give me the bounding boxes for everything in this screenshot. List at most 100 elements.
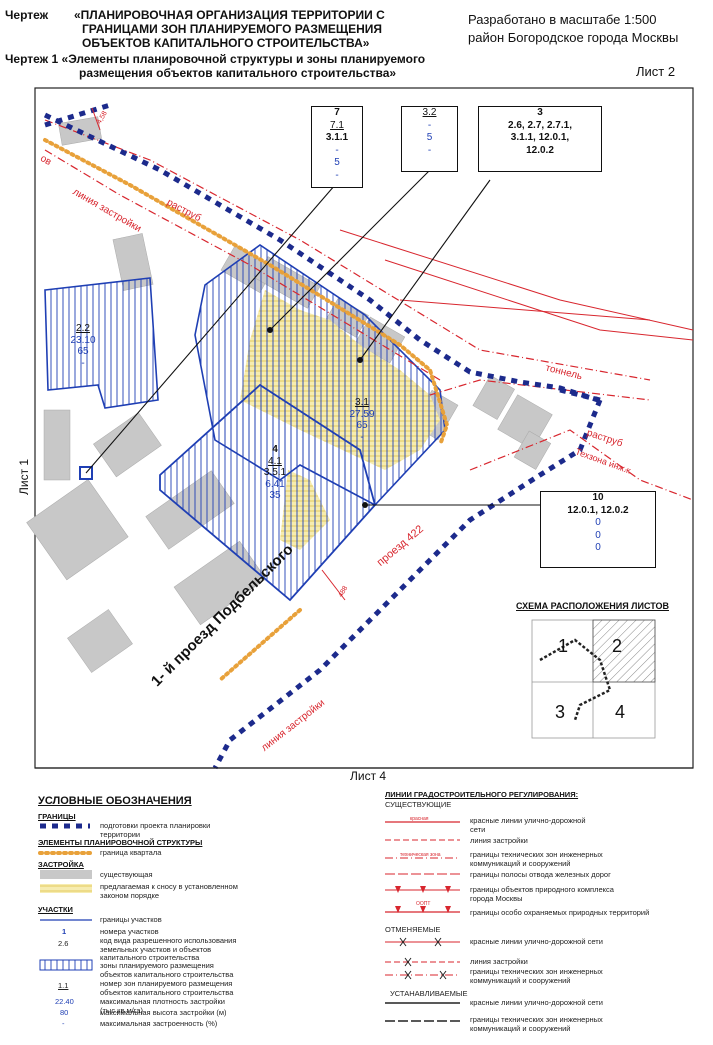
drawing-title: «ПЛАНИРОВОЧНАЯ ОРГАНИЗАЦИЯ ТЕРРИТОРИИ С … [74,8,404,50]
callout-32-density: - [427,119,432,131]
zone-4-density: 6.41 [265,478,285,490]
zone-3-1-height: 65 [356,420,368,431]
legend-demolition: предлагаемая к сносу в установленном зак… [100,882,238,900]
callout-7-number: 7 [334,107,340,118]
legend-plot-number-sample: 1 [62,927,67,936]
callout-32-height: 5 [426,132,433,143]
legend-density-sample: 22.40 [55,997,74,1006]
legend-zone-number: номер зон планируемого размещения объект… [100,979,234,997]
project-boundary [43,102,603,770]
callout-zone-3-2: 3.2 - 5 - [401,106,458,172]
callout-10-pct: 0 [595,542,601,553]
legend-build-line-cancelled: линия застройки [470,957,528,966]
legend-block-boundary: граница квартала [100,848,162,857]
legend-regulation-heading: ЛИНИИ ГРАДОСТРОИТЕЛЬНОГО РЕГУЛИРОВАНИЯ: [385,790,579,799]
legend-tech-zones: границы технических зон инженерных комму… [470,850,603,868]
subtitle-line-1: Чертеж 1 «Элементы планировочной структу… [5,52,426,66]
legend-plot-boundary: границы участков [100,915,162,924]
zone-3-1-pct: - [360,431,364,443]
legend-red-lines-cancelled: красные линии улично-дорожной сети [470,937,603,946]
scheme-cell-3: 3 [555,702,566,722]
callout-3-codes-3: 12.0.2 [526,144,554,156]
callout-32-sub: 3.2 [422,107,437,118]
legend-swatch-ooa: ООПТ [416,901,431,907]
legend-rail: границы полосы отвода железных дорог [470,870,611,879]
legend-title: УСЛОВНЫЕ ОБОЗНАЧЕНИЯ [38,795,192,807]
legend-building-heading: ЗАСТРОЙКА [38,860,84,869]
legend-swatch-tech: техническая зона [400,852,441,858]
callout-7-height: 5 [334,157,340,168]
zone-3-1-density: 27.59 [349,408,375,420]
callout-7-sub: 7.1 [330,119,344,131]
zone-4-sub: 4.1 [268,455,282,467]
legend-height-sample: 80 [60,1008,69,1017]
zone-4-code: 3.5.1 [263,467,287,478]
zone-2-2-density: 23.10 [70,334,96,346]
leader-lines [85,169,540,506]
callout-zone-3: 3 2.6, 2.7, 2.7.1, 3.1.1, 12.0.1, 12.0.2 [478,106,602,172]
zone-2-2 [44,277,159,409]
legend-project-boundary: подготовки проекта планировки территории [100,821,211,839]
zone-2-2-pct: - [81,357,85,369]
legend-swatches [38,821,460,1022]
legend-plot-number: номера участков [100,927,159,936]
legend-existing: существующая [100,870,153,879]
callout-10-codes: 12.0.1, 12.0.2 [567,504,629,516]
legend-cancelled-heading: ОТМЕНЯЕМЫЕ [385,925,441,934]
legend-height: максимальная высота застройки (м) [100,1008,227,1017]
sheet-left-label: Лист 1 [17,458,31,495]
zone-2-2-label: 2.2 23.10 65 - [66,323,100,369]
legend-boundaries-heading: ГРАНИЦЫ [38,812,76,821]
sheet-bottom-label: Лист 4 [350,769,387,783]
legend-plots-heading: УЧАСТКИ [38,905,73,914]
zone-2-2-number: 2.2 [76,323,90,334]
legend-zones: зоны планируемого размещения объектов ка… [100,961,234,979]
legend-density: максимальная плотность застройки (тыс.кв… [100,997,225,1015]
callout-3-codes-2: 3.1.1, 12.0.1, [510,132,570,143]
title-line-2: ГРАНИЦАМИ ЗОН ПЛАНИРУЕМОГО РАЗМЕЩЕНИЯ [82,22,383,36]
legend-swatch-red: красная [410,816,429,822]
callout-32-pct: - [427,144,432,156]
callout-7-pct: - [335,169,339,181]
zone-4-height: 35 [269,490,281,501]
callout-7-code: 3.1.1 [325,132,349,143]
callout-3-codes-1: 2.6, 2.7, 2.7.1, [508,119,572,131]
legend-tech-zones-established: границы технических зон инженерных комму… [470,1015,603,1033]
callout-10-number: 10 [592,492,604,503]
scheme-cell-4: 4 [615,702,626,722]
legend-nature: границы объектов природного комплекса го… [470,885,614,903]
block-boundary [43,138,450,447]
scale-note: Разработано в масштабе 1:500 [468,12,657,27]
title-line-1: «ПЛАНИРОВОЧНАЯ ОРГАНИЗАЦИЯ ТЕРРИТОРИИ С [74,8,385,22]
zone-4-label: 4 4.1 3.5.1 6.41 35 [258,444,292,502]
legend-use-code-sample: 2.6 [58,939,69,948]
legend-pct-sample: - [62,1019,65,1028]
legend-existing-heading: СУЩЕСТВУЮЩИЕ [385,800,452,809]
red-lines [44,119,694,501]
callout-7-density: - [335,144,339,156]
legend-elements-heading: ЭЛЕМЕНТЫ ПЛАНИРОВОЧНОЙ СТРУКТУРЫ [38,838,203,847]
legend-established-heading: УСТАНАВЛИВАЕМЫЕ [390,989,468,998]
callout-10-density: 0 [595,517,601,528]
legend-use-code: код вида разрешенного использования земе… [100,936,237,962]
district-note: район Богородское города Москвы [468,30,679,45]
legend-red-lines-established: красные линии улично-дорожной сети [470,998,603,1007]
zone-3-1-number: 3.1 [355,397,369,408]
scheme-cell-1: 1 [558,636,569,656]
subtitle-line-2: размещения объектов капитального строите… [79,66,397,80]
sheet-scheme-title: СХЕМА РАСПОЛОЖЕНИЯ ЛИСТОВ [516,601,669,611]
callout-zone-10: 10 12.0.1, 12.0.2 0 0 0 [540,491,656,568]
red-lines-solid [339,229,694,341]
scheme-cell-2: 2 [612,636,623,656]
sheet-scheme-grid [531,619,656,739]
drawing-subtitle: Чертеж 1 «Элементы планировочной структу… [5,52,475,80]
legend-pct: максимальная застроенность (%) [100,1019,218,1028]
callout-10-height: 0 [595,529,601,541]
legend-protected: границы особо охраняемых природных терри… [470,908,650,917]
callout-3-number: 3 [537,107,543,118]
callout-zone-7: 7 7.1 3.1.1 - 5 - [311,106,363,188]
legend-build-line: линия застройки [470,836,528,845]
sheet-label: Лист 2 [636,64,676,79]
drawing-word: Чертеж [5,8,49,22]
